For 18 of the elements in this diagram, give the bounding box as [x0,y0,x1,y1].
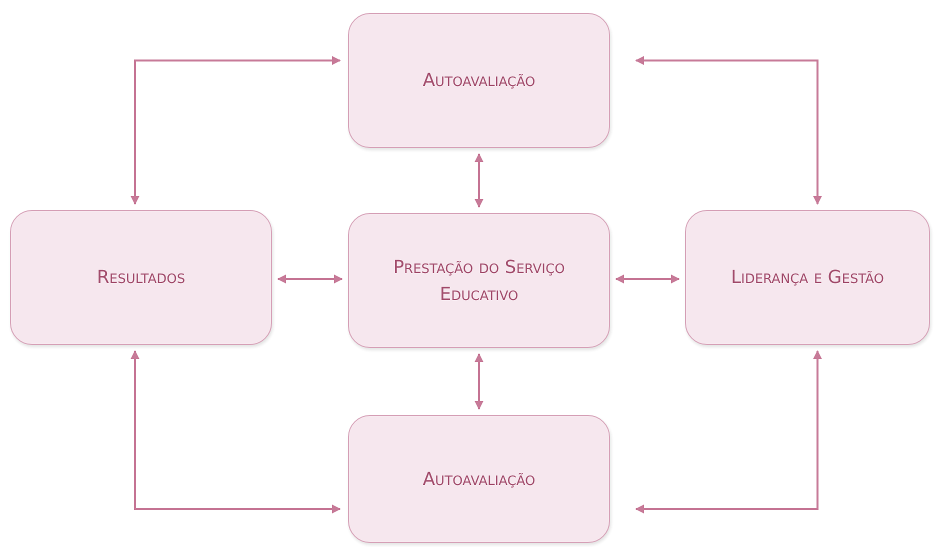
rounded-box [348,13,610,148]
rounded-box [348,213,610,348]
double-arrow [474,353,484,410]
double-arrow [130,56,341,205]
box-label: Autoavaliação [422,69,536,93]
double-arrow [635,350,822,514]
double-arrow [277,274,343,284]
box-label: Liderança e Gestão [730,266,884,290]
double-arrow [615,274,680,284]
box-label: Prestação do Serviço Educativo [392,256,566,306]
rounded-box [348,415,610,543]
double-arrow [130,350,341,514]
box-label: Resultados [96,266,186,290]
rounded-box [685,210,930,345]
double-arrow [635,56,822,205]
double-arrow [474,153,484,208]
rounded-box [10,210,272,345]
box-label: Autoavaliação [422,468,536,492]
